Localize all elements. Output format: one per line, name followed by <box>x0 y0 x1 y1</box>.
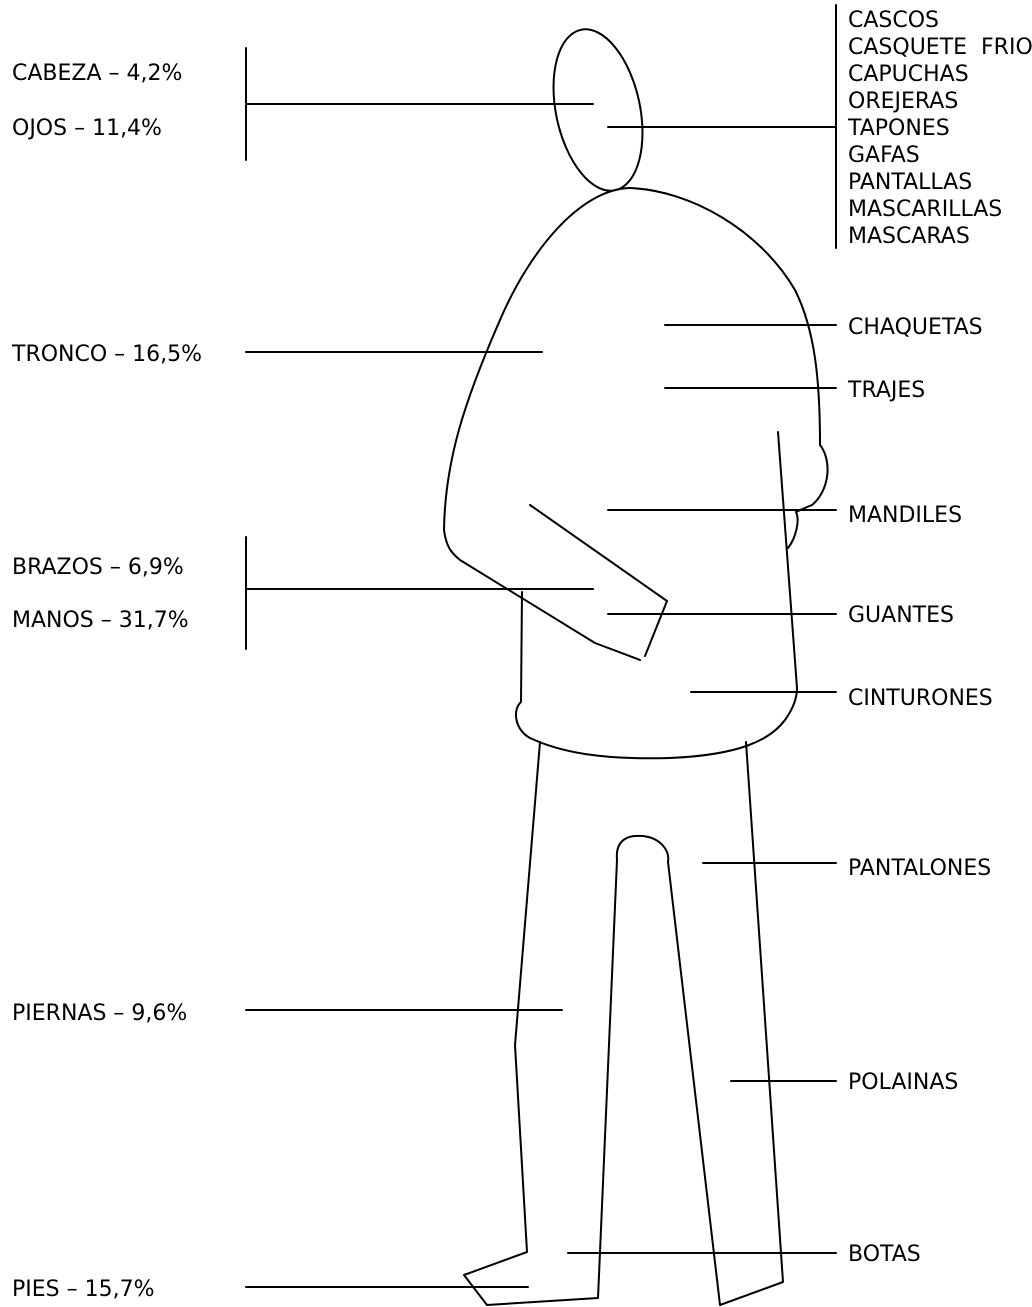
label-chaquetas: CHAQUETAS <box>848 315 983 340</box>
label-ojos: OJOS – 11,4% <box>12 116 162 141</box>
label-brazos: BRAZOS – 6,9% <box>12 555 184 580</box>
head-equipment-item: TAPONES <box>847 116 950 141</box>
label-tronco: TRONCO – 16,5% <box>11 342 202 367</box>
arm-outline <box>530 505 667 656</box>
human-figure <box>444 21 828 1305</box>
front-leg-outline <box>464 742 617 1305</box>
crotch-outline <box>617 836 668 862</box>
head-equipment-item: CAPUCHAS <box>848 62 969 87</box>
head-outline <box>540 21 656 199</box>
coat-bottom-outline <box>516 592 797 758</box>
head-equipment-item: PANTALLAS <box>848 170 972 195</box>
head-equipment-item: CASCOS <box>848 8 939 33</box>
label-cabeza: CABEZA – 4,2% <box>12 61 182 86</box>
torso-back-outline <box>629 188 828 548</box>
coat-back-line <box>778 432 797 688</box>
head-equipment-item: CASQUETE FRIO <box>848 35 1032 60</box>
label-cinturones: CINTURONES <box>848 686 993 711</box>
label-trajes: TRAJES <box>847 378 925 403</box>
left-leaders <box>246 48 593 1287</box>
label-manos: MANOS – 31,7% <box>12 608 189 633</box>
label-botas: BOTAS <box>848 1242 921 1267</box>
label-guantes: GUANTES <box>848 603 954 628</box>
head-equipment-list: CASCOS CASQUETE FRIO CAPUCHAS OREJERAS T… <box>847 8 1032 249</box>
head-equipment-item: MASCARAS <box>848 224 970 249</box>
head-equipment-item: OREJERAS <box>848 89 958 114</box>
label-polainas: POLAINAS <box>848 1070 958 1095</box>
head-equipment-item: MASCARILLAS <box>848 197 1002 222</box>
label-pies: PIES – 15,7% <box>12 1277 155 1302</box>
back-leg-outline <box>668 742 783 1305</box>
label-piernas: PIERNAS – 9,6% <box>12 1001 187 1026</box>
label-pantalones: PANTALONES <box>848 856 991 881</box>
label-mandiles: MANDILES <box>848 503 962 528</box>
head-equipment-item: GAFAS <box>848 143 920 168</box>
